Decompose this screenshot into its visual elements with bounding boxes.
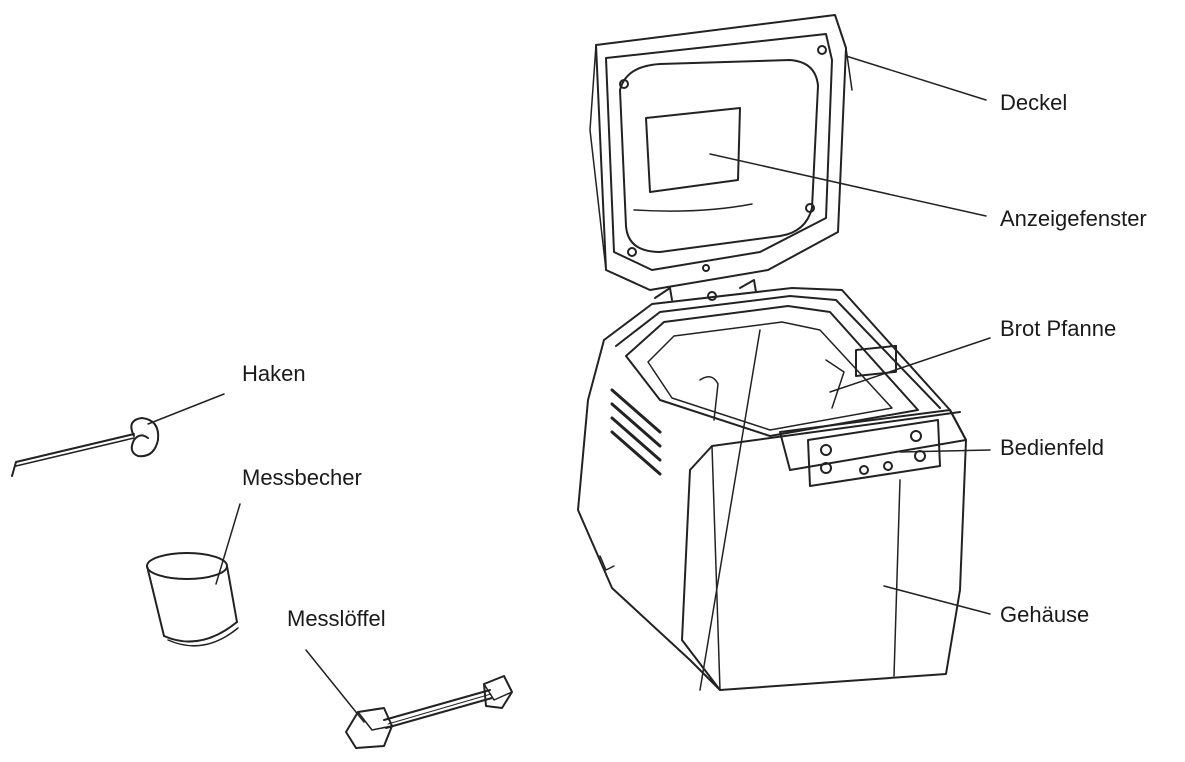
leader-messloeffel bbox=[305, 649, 365, 723]
label-gehaeuse: Gehäuse bbox=[1000, 602, 1090, 627]
leader-gehaeuse bbox=[883, 585, 991, 615]
housing bbox=[577, 287, 967, 691]
measuring-spoon bbox=[345, 675, 513, 749]
label-bedienfeld: Bedienfeld bbox=[1000, 435, 1104, 460]
label-haken: Haken bbox=[242, 361, 306, 386]
lid bbox=[589, 14, 853, 291]
label-brot-pfanne: Brot Pfanne bbox=[1000, 316, 1117, 341]
leader-anzeigefenster bbox=[709, 153, 987, 217]
leader-lines bbox=[147, 55, 991, 723]
measuring-cup bbox=[146, 552, 239, 647]
control-panel bbox=[807, 344, 941, 487]
hook bbox=[11, 417, 160, 477]
label-messloeffel: Messlöffel bbox=[287, 606, 386, 631]
leader-bedienfeld bbox=[899, 449, 991, 453]
label-deckel: Deckel bbox=[1000, 90, 1068, 115]
label-anzeigefenster: Anzeigefenster bbox=[1000, 206, 1147, 231]
leader-deckel bbox=[845, 55, 987, 101]
label-messbecher: Messbecher bbox=[242, 465, 362, 490]
leader-haken bbox=[147, 393, 225, 425]
leader-messbecher bbox=[215, 503, 241, 585]
leader-brot-pfanne bbox=[829, 337, 991, 393]
